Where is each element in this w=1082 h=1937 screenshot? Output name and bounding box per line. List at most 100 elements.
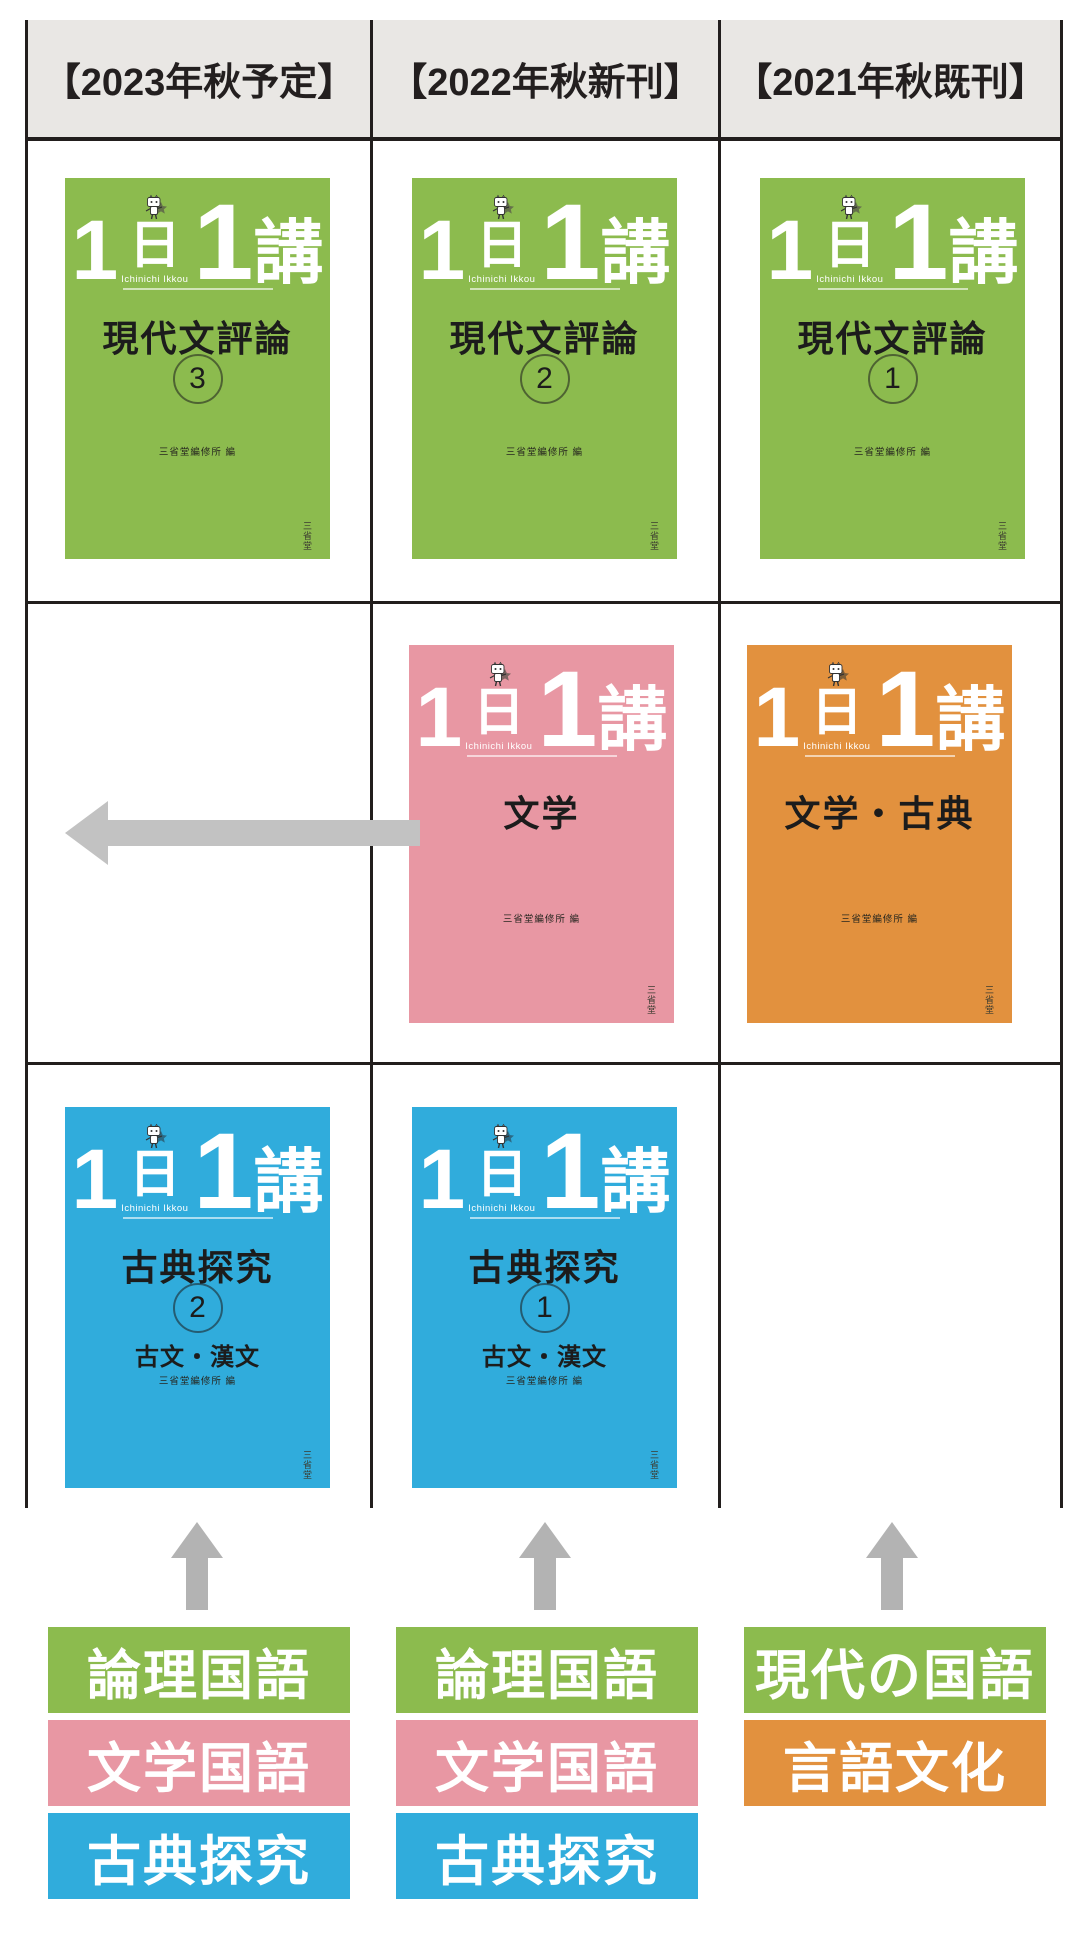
book-cover-bungaku: 1 日 Ichinichi Ikkou 1 講 文学 三省堂編修所 編 三省堂	[409, 645, 674, 1023]
logo-kanji: 日	[472, 684, 525, 742]
book-title: 文学	[503, 793, 580, 834]
cover-divider	[122, 1217, 273, 1219]
cover-divider	[804, 755, 955, 757]
volume-number-badge: 3	[172, 354, 223, 404]
cover-divider	[466, 755, 617, 757]
logo-numeral: 1	[418, 1132, 466, 1227]
logo-kanji: 日	[128, 217, 181, 275]
publisher-spine-mark: 三省堂	[997, 521, 1007, 551]
cover-divider	[469, 288, 620, 290]
arrow-up-icon	[513, 1520, 577, 1617]
logo-romaji: Ichinichi Ikkou	[465, 741, 533, 753]
grid-hline	[25, 137, 1063, 141]
subject-label-ronri-kokugo: 論理国語	[396, 1627, 698, 1713]
subject-label-koten-tankyu: 古典探究	[48, 1813, 350, 1899]
grid-vline	[370, 20, 373, 1508]
ichinichi-ikkou-logo: 1 日 Ichinichi Ikkou 1 講	[412, 180, 677, 302]
logo-kanji: 講	[597, 680, 668, 759]
book-title: 文学・古典	[784, 793, 975, 834]
logo-numeral: 1	[71, 203, 119, 298]
logo-numeral: 1	[193, 180, 254, 302]
logo-numeral: 1	[766, 203, 814, 298]
cat-mascot-icon	[489, 194, 515, 225]
logo-kanji: 日	[128, 1146, 181, 1204]
logo-kanji: 講	[600, 1142, 671, 1221]
publisher-credit: 三省堂編修所 編	[505, 1376, 584, 1387]
publisher-spine-mark: 三省堂	[649, 1450, 659, 1480]
book-cover-gendaibun-3: 1 日 Ichinichi Ikkou 1 講 現代文評論 3 三省堂編修所 編…	[65, 178, 330, 559]
arrow-up-icon	[860, 1520, 924, 1617]
logo-romaji: Ichinichi Ikkou	[816, 274, 884, 286]
cover-divider	[469, 1217, 620, 1219]
cat-mascot-icon	[142, 194, 168, 225]
logo-kanji: 日	[475, 217, 528, 275]
logo-numeral: 1	[71, 1132, 119, 1227]
subject-label-bungaku-kokugo: 文学国語	[48, 1720, 350, 1806]
grid-hline	[25, 1062, 1063, 1065]
book-cover-bungaku-koten: 1 日 Ichinichi Ikkou 1 講 文学・古典 三省堂編修所 編 三…	[747, 645, 1012, 1023]
logo-numeral: 1	[875, 647, 936, 769]
logo-kanji: 講	[935, 680, 1006, 759]
logo-kanji: 日	[810, 684, 863, 742]
book-cover-koten-tankyu-1: 1 日 Ichinichi Ikkou 1 講 古典探究 1 古文・漢文 三省堂…	[412, 1107, 677, 1488]
volume-number-badge: 2	[519, 354, 570, 404]
ichinichi-ikkou-logo: 1 日 Ichinichi Ikkou 1 講	[747, 647, 1012, 769]
cat-mascot-icon	[489, 1123, 515, 1154]
cat-mascot-icon	[486, 661, 512, 692]
publisher-credit: 三省堂編修所 編	[158, 1376, 237, 1387]
grid-hline	[25, 601, 1063, 604]
publisher-spine-mark: 三省堂	[649, 521, 659, 551]
logo-kanji: 日	[823, 217, 876, 275]
logo-romaji: Ichinichi Ikkou	[468, 274, 536, 286]
book-subtitle: 古文・漢文	[135, 1344, 260, 1371]
book-subtitle: 古文・漢文	[482, 1344, 607, 1371]
logo-kanji: 講	[253, 213, 324, 292]
volume-number-badge: 2	[172, 1283, 223, 1333]
volume-number-badge: 1	[867, 354, 918, 404]
logo-romaji: Ichinichi Ikkou	[468, 1203, 536, 1215]
cover-divider	[122, 288, 273, 290]
logo-romaji: Ichinichi Ikkou	[803, 741, 871, 753]
logo-kanji: 講	[948, 213, 1019, 292]
logo-kanji: 日	[475, 1146, 528, 1204]
column-header-2021: 【2021年秋既刊】	[721, 20, 1060, 137]
subject-label-gengo-bunka: 言語文化	[744, 1720, 1046, 1806]
logo-numeral: 1	[415, 670, 463, 765]
subject-label-ronri-kokugo: 論理国語	[48, 1627, 350, 1713]
publisher-spine-mark: 三省堂	[646, 985, 656, 1015]
cover-divider	[817, 288, 968, 290]
grid-vline	[1060, 20, 1063, 1508]
grid-vline	[25, 20, 28, 1508]
ichinichi-ikkou-logo: 1 日 Ichinichi Ikkou 1 講	[412, 1109, 677, 1231]
publisher-credit: 三省堂編修所 編	[853, 447, 932, 458]
book-title: 古典探究	[121, 1247, 274, 1288]
book-cover-gendaibun-2: 1 日 Ichinichi Ikkou 1 講 現代文評論 2 三省堂編修所 編…	[412, 178, 677, 559]
logo-numeral: 1	[418, 203, 466, 298]
book-title: 現代文評論	[797, 318, 988, 359]
cat-mascot-icon	[837, 194, 863, 225]
logo-numeral: 1	[540, 180, 601, 302]
ichinichi-ikkou-logo: 1 日 Ichinichi Ikkou 1 講	[65, 180, 330, 302]
logo-numeral: 1	[540, 1109, 601, 1231]
publisher-credit: 三省堂編修所 編	[840, 914, 919, 925]
publisher-credit: 三省堂編修所 編	[505, 447, 584, 458]
logo-kanji: 講	[600, 213, 671, 292]
publisher-credit: 三省堂編修所 編	[502, 914, 581, 925]
cat-mascot-icon	[824, 661, 850, 692]
grid-vline	[718, 20, 721, 1508]
logo-numeral: 1	[753, 670, 801, 765]
book-title: 古典探究	[468, 1247, 621, 1288]
publisher-spine-mark: 三省堂	[302, 521, 312, 551]
ichinichi-ikkou-logo: 1 日 Ichinichi Ikkou 1 講	[760, 187, 1025, 298]
book-cover-gendaibun-1: 1 日 Ichinichi Ikkou 1 講 現代文評論 1 三省堂編修所 編…	[760, 178, 1025, 559]
logo-numeral: 1	[193, 1109, 254, 1231]
arrow-up-icon	[165, 1520, 229, 1617]
cat-mascot-icon	[142, 1123, 168, 1154]
ichinichi-ikkou-logo: 1 日 Ichinichi Ikkou 1 講	[409, 654, 674, 765]
book-title: 現代文評論	[449, 318, 640, 359]
column-header-2023: 【2023年秋予定】	[28, 20, 370, 137]
publisher-spine-mark: 三省堂	[302, 1450, 312, 1480]
book-title: 現代文評論	[102, 318, 293, 359]
subject-label-gendai-no-kokugo: 現代の国語	[744, 1627, 1046, 1713]
